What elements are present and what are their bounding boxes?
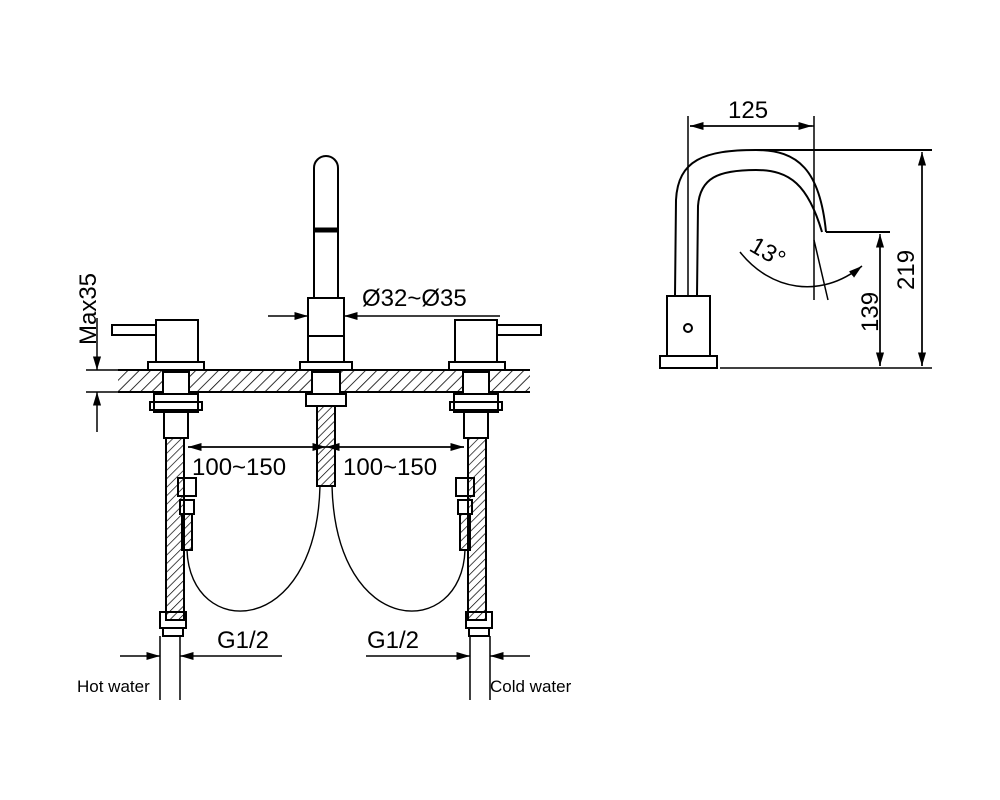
side-gooseneck bbox=[674, 149, 932, 297]
max-thickness-label: Max35 bbox=[75, 273, 102, 345]
left-loop-hose bbox=[186, 485, 321, 612]
right-loop-hose bbox=[331, 485, 466, 612]
right-thread-dimension bbox=[366, 636, 530, 700]
total-height-label: 219 bbox=[893, 250, 920, 290]
left-handle-valve bbox=[111, 319, 205, 439]
side-view bbox=[659, 116, 932, 369]
side-base bbox=[659, 295, 718, 369]
angle-label: 13° bbox=[745, 232, 790, 274]
cold-water-label: Cold water bbox=[490, 677, 572, 696]
left-thread-label: G1/2 bbox=[217, 627, 269, 654]
right-thread-label: G1/2 bbox=[367, 627, 419, 654]
hot-water-label: Hot water bbox=[77, 677, 150, 696]
total-height-dimension bbox=[720, 152, 932, 369]
left-thread-dimension bbox=[120, 636, 282, 700]
left-spacing-label: 100~150 bbox=[192, 454, 286, 481]
angle-dimension bbox=[739, 239, 863, 301]
cold-water-hose bbox=[455, 437, 493, 637]
reach-label: 125 bbox=[728, 97, 768, 124]
max-thickness-dimension bbox=[86, 318, 118, 432]
pipe-diameter-label: Ø32~Ø35 bbox=[362, 285, 467, 312]
right-handle-valve bbox=[448, 319, 542, 439]
reach-dimension bbox=[687, 116, 815, 300]
outlet-height-label: 139 bbox=[857, 292, 884, 332]
central-spout bbox=[299, 155, 353, 487]
front-view bbox=[86, 155, 542, 700]
right-spacing-label: 100~150 bbox=[343, 454, 437, 481]
hot-water-hose bbox=[159, 437, 197, 637]
